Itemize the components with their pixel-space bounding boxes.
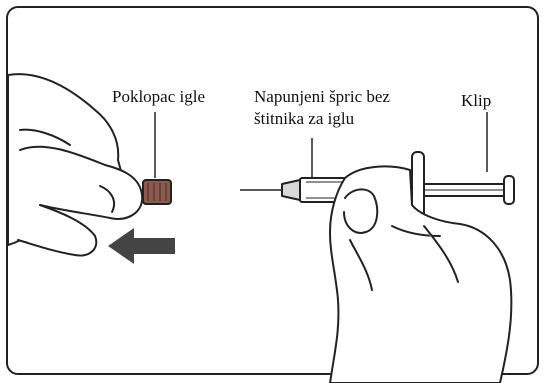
prefilled-syringe-label-line2: štitnika za iglu bbox=[254, 108, 354, 130]
needle-cap-illustration bbox=[143, 180, 171, 204]
plunger-label: Klip bbox=[461, 90, 491, 112]
needle-cap-label: Poklopac igle bbox=[112, 86, 205, 108]
prefilled-syringe-label-line1: Napunjeni špric bez bbox=[254, 86, 390, 108]
arrow-left-icon bbox=[108, 228, 175, 264]
